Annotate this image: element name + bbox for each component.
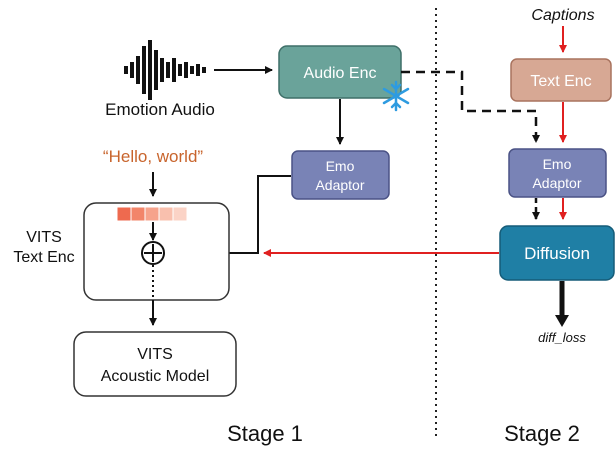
hello-world-text: “Hello, world” [103,147,203,166]
dashed-enc-to-adaptor2 [401,70,540,143]
emo-adaptor-2-label-line1: Emo [543,156,572,172]
vits-acoustic-model-box [73,331,237,397]
diffusion-box [499,225,615,281]
plus-sum-icon [141,241,165,265]
emo-adaptor-1-label-line1: Emo [326,158,355,174]
emo-adaptor-1-box [291,150,390,200]
stage2-label: Stage 2 [504,421,580,446]
stage1-label: Stage 1 [227,421,303,446]
text-enc-box [510,58,612,102]
emo-adaptor-2-label-line2: Adaptor [532,175,581,191]
text-enc-label: Text Enc [530,73,591,90]
vits-text-enc-label-line2: Text Enc [13,249,74,266]
emotion-audio-label: Emotion Audio [105,100,215,119]
emo-adaptor-1-label-line2: Adaptor [315,177,364,193]
vits-acoustic-label-line2: Acoustic Model [101,368,210,385]
vits-acoustic-label-line1: VITS [137,346,173,363]
snowflake-icon [382,80,410,112]
emo-adaptor-2-box [508,148,607,198]
captions-label: Captions [531,7,594,24]
arrow-diffusion-to-loss-head [555,315,569,327]
diffusion-label: Diffusion [524,244,590,263]
audio-waveform-icon [124,40,206,100]
vits-text-enc-label-line1: VITS [26,229,62,246]
diff-loss-label: diff_loss [538,330,586,345]
token-embedding-bar [116,206,188,222]
audio-enc-label: Audio Enc [304,65,377,82]
